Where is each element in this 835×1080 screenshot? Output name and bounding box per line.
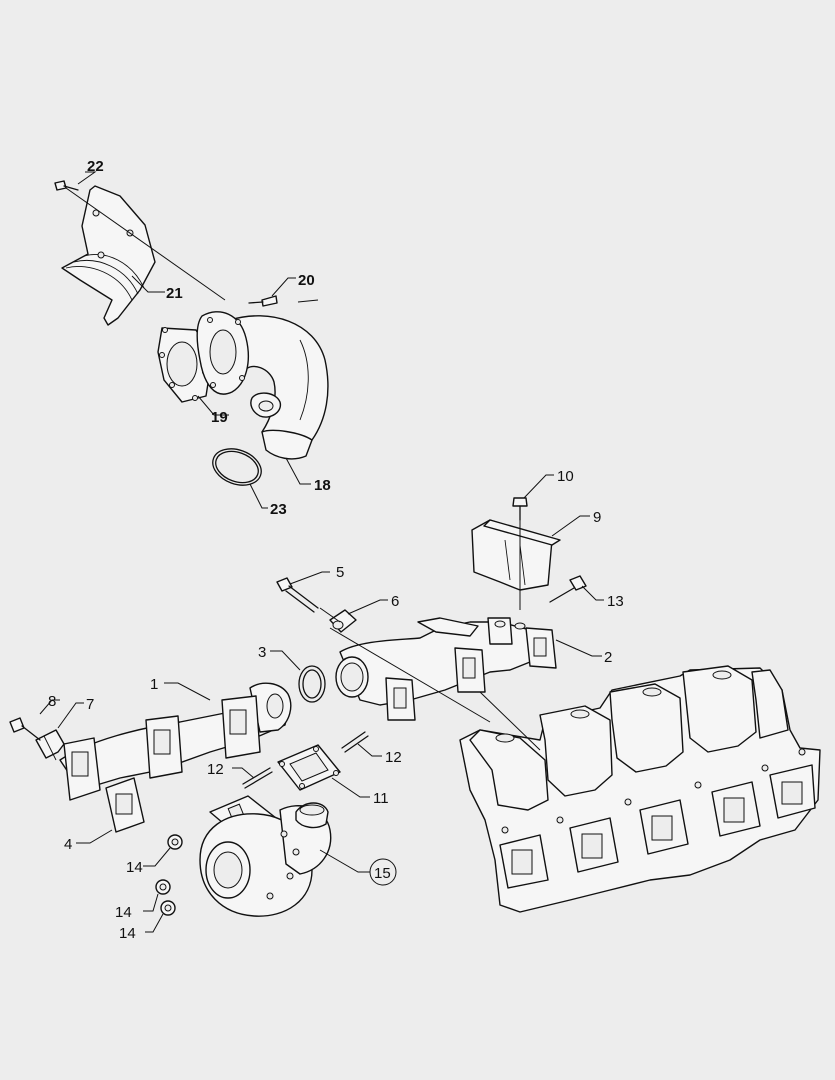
label-21: 21	[166, 285, 183, 302]
bracket-7	[35, 729, 65, 761]
heat-shield-9	[471, 519, 561, 591]
label-20: 20	[298, 272, 315, 289]
spacer-6	[329, 609, 357, 633]
leader-lines	[39, 171, 604, 933]
bolt-10	[512, 497, 528, 521]
label-12-right: 12	[385, 749, 402, 766]
label-9: 9	[593, 509, 601, 526]
label-14-b: 14	[115, 904, 132, 921]
label-14-a: 14	[126, 859, 143, 876]
label-6: 6	[391, 593, 399, 610]
label-14-c: 14	[119, 925, 136, 942]
label-12-left: 12	[207, 761, 224, 778]
nuts-14	[155, 834, 183, 916]
label-1: 1	[150, 676, 158, 693]
engine-block	[459, 665, 821, 913]
seal-ring-3	[298, 665, 326, 703]
label-13: 13	[607, 593, 624, 610]
turbocharger-15	[199, 795, 332, 917]
assembly-lines	[297, 299, 541, 751]
studs-12	[242, 731, 369, 789]
label-18: 18	[314, 477, 331, 494]
label-15-circle	[369, 858, 397, 886]
callout-labels: 22 21 20 19 18 23 10 9 5 6 13 2 3 1 8 7 …	[48, 158, 624, 942]
label-8: 8	[48, 693, 56, 710]
screw-8	[9, 717, 41, 741]
label-19: 19	[211, 409, 228, 426]
screw-22	[54, 180, 226, 301]
gasket-4	[105, 777, 145, 833]
bolt-5	[276, 577, 319, 613]
exhaust-manifold-front-1	[59, 682, 292, 801]
label-22: 22	[87, 158, 104, 175]
label-4: 4	[64, 836, 72, 853]
label-15: 15	[374, 865, 391, 882]
label-5: 5	[336, 564, 344, 581]
elbow-pipe-18	[196, 311, 329, 460]
gasket-11	[277, 744, 341, 791]
label-10: 10	[557, 468, 574, 485]
label-2: 2	[604, 649, 612, 666]
exhaust-manifold-rear-2	[335, 617, 557, 721]
label-3: 3	[258, 644, 266, 661]
heat-shield-21	[61, 185, 156, 326]
label-11: 11	[373, 790, 389, 807]
label-23: 23	[270, 501, 287, 518]
label-7: 7	[86, 696, 94, 713]
seal-ring-23	[212, 448, 262, 486]
bolt-13	[549, 575, 587, 603]
screw-20	[248, 295, 278, 307]
